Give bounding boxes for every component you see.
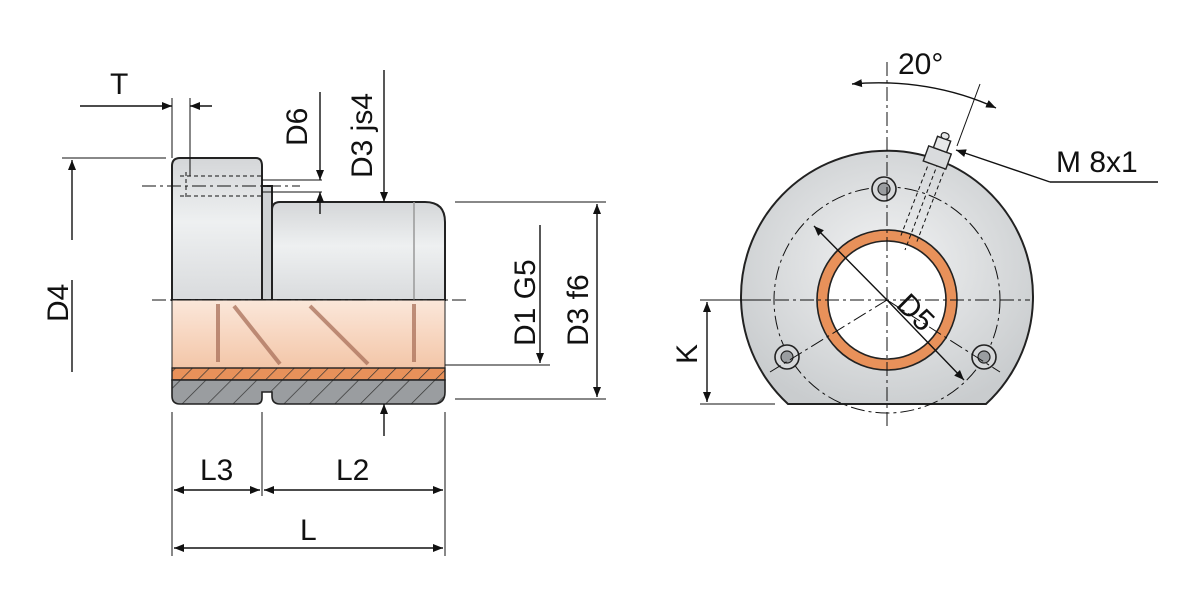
thread-callout: M 8x1: [955, 146, 1158, 183]
lubrication-grooves: [216, 304, 416, 366]
hole-centerline-left: [769, 299, 888, 373]
liner-cutaway: [171, 299, 446, 369]
front-view: 20° M 8x1 D5 K: [671, 48, 1158, 430]
dim-angle: 20°: [851, 48, 997, 147]
body-section: [171, 379, 446, 405]
dim-D1-G5: D1 G5: [445, 225, 550, 366]
label-D1-G5: D1 G5: [509, 259, 542, 346]
dim-K: K: [671, 299, 775, 405]
label-thread: M 8x1: [1056, 146, 1138, 179]
shaft-upper: [271, 201, 446, 301]
dim-D3-js4: D3 js4: [346, 70, 388, 436]
flange-hole-hidden: [142, 172, 322, 200]
grease-nipple: [922, 131, 953, 171]
groove-upper: [261, 185, 273, 301]
label-T: T: [110, 68, 128, 101]
label-D3-f6: D3 f6: [562, 274, 595, 346]
label-D6: D6: [281, 108, 314, 146]
dim-D6: D6: [281, 92, 324, 214]
hole-centerline-right: [886, 299, 1001, 373]
label-angle: 20°: [898, 48, 943, 81]
side-view: T D6 D3 js4 D4 D1 G5: [42, 68, 606, 556]
label-D4: D4: [42, 284, 75, 322]
dim-D4: D4: [42, 157, 166, 372]
dim-length: L3 L2 L: [171, 412, 446, 556]
label-L2: L2: [336, 454, 369, 487]
label-L: L: [300, 514, 317, 547]
dim-T: T: [80, 68, 212, 176]
label-D3-js4: D3 js4: [346, 93, 379, 178]
flange-upper: [171, 157, 263, 301]
label-K: K: [671, 344, 704, 364]
label-L3: L3: [200, 454, 233, 487]
liner-section: [171, 367, 446, 381]
dim-D3-f6: D3 f6: [455, 201, 606, 400]
lube-bore: [899, 159, 947, 251]
